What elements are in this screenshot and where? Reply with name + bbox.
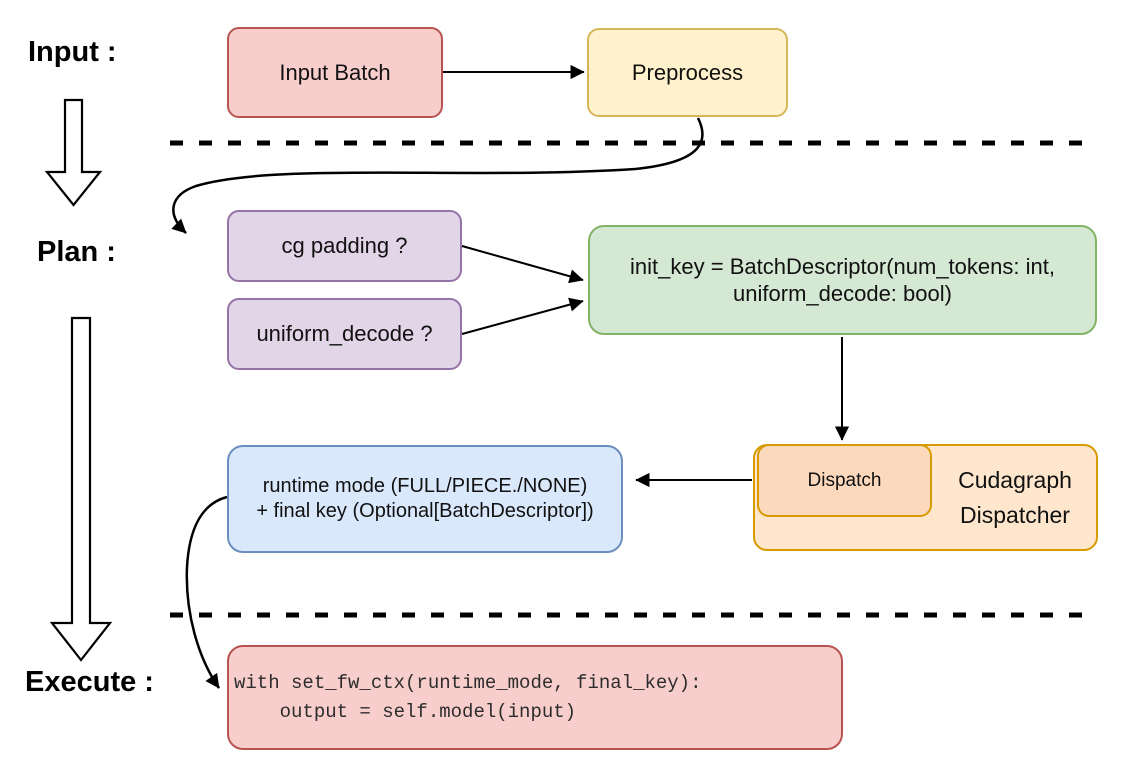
node-input-batch-label: Input Batch	[279, 59, 391, 85]
node-input-batch: Input Batch	[227, 27, 443, 118]
node-uniform-decode: uniform_decode ?	[227, 298, 462, 370]
node-dispatch: Dispatch	[757, 444, 932, 517]
section-label-input: Input :	[28, 36, 117, 68]
block-arrow-input-to-plan	[44, 98, 103, 207]
node-init-key: init_key = BatchDescriptor(num_tokens: i…	[588, 225, 1097, 335]
node-init-key-line1: init_key = BatchDescriptor(num_tokens: i…	[630, 253, 1055, 279]
node-cudagraph-dispatcher-label: Cudagraph Dispatcher	[935, 444, 1095, 551]
cudagraph-line1: Cudagraph	[958, 467, 1072, 493]
block-arrow-plan-to-execute	[49, 316, 113, 662]
arrow-cg-padding-to-init-key	[461, 245, 584, 284]
node-runtime-mode-line1: runtime mode (FULL/PIECE./NONE)	[262, 475, 588, 497]
node-cg-padding-label: cg padding ?	[281, 233, 408, 259]
node-execute-code: with set_fw_ctx(runtime_mode, final_key)…	[227, 645, 843, 750]
section-label-execute: Execute :	[25, 666, 154, 698]
section-label-plan: Plan :	[37, 236, 116, 268]
node-runtime-mode: runtime mode (FULL/PIECE./NONE) + final …	[227, 445, 623, 553]
node-preprocess: Preprocess	[587, 28, 788, 117]
code-line-2: output = self.model(input)	[234, 700, 577, 723]
code-line-1: with set_fw_ctx(runtime_mode, final_key)…	[234, 671, 702, 694]
node-cg-padding: cg padding ?	[227, 210, 462, 282]
node-preprocess-label: Preprocess	[631, 59, 744, 85]
node-init-key-line2: uniform_decode: bool)	[733, 281, 952, 306]
node-dispatch-label: Dispatch	[807, 469, 882, 491]
node-uniform-decode-label: uniform_decode ?	[256, 321, 433, 347]
arrow-uniform-decode-to-init-key	[461, 297, 584, 335]
node-runtime-mode-line2: + final key (Optional[BatchDescriptor])	[256, 500, 594, 522]
cudagraph-line2: Dispatcher	[960, 501, 1070, 528]
arrow-runtime-mode-to-execute-code	[185, 495, 228, 689]
